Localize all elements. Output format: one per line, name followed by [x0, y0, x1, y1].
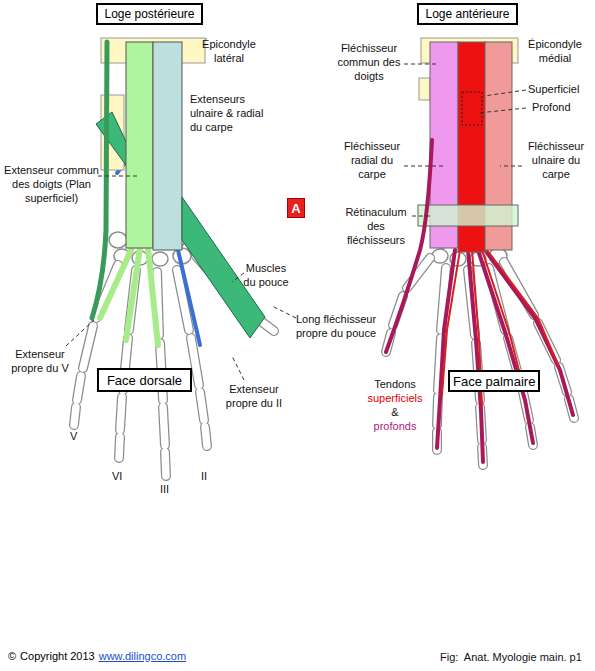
view-box: Face palmaire — [448, 370, 540, 392]
figure-caption: Fig: Anat. Myologie main. p1 — [440, 651, 582, 665]
copyright-note: Copyright 2013 — [20, 650, 95, 662]
box-text: Face palmaire — [450, 374, 538, 389]
part-label: Extenseur commun des doigts (Plan superf… — [4, 164, 99, 205]
finger-number: III — [160, 483, 184, 497]
part-label: Extenseurs ulnaire & radial du carpe — [190, 93, 278, 134]
part-label: Extenseur propre du II — [220, 383, 288, 411]
part-label: superficiels — [355, 392, 435, 406]
part-label: Long fléchisseur propre du pouce — [292, 313, 380, 341]
part-label: Muscles du pouce — [240, 262, 292, 290]
part-label: Extenseur propre du V — [4, 348, 76, 376]
finger-number: VI — [112, 470, 136, 484]
copyright-note: © — [8, 650, 16, 662]
header-box: Loge antérieure — [417, 3, 518, 25]
part-label: Fléchisseur ulnaire du carpe — [522, 140, 590, 181]
part-label: Épicondyle latéral — [194, 38, 264, 66]
part-label: & — [355, 406, 435, 420]
finger-number: II — [201, 470, 225, 484]
copyright-line: © Copyright 2013 www.dilingco.com — [8, 650, 186, 662]
part-label: profonds — [355, 420, 435, 434]
palmar-muscles — [386, 38, 518, 352]
box-text: Face dorsale — [104, 373, 185, 388]
leader-lines — [66, 64, 526, 380]
part-label: Tendons — [355, 378, 435, 392]
part-label: Épicondyle médial — [522, 38, 588, 66]
part-label: Fléchisseur commun des doigts — [336, 42, 402, 83]
website-link: www.dilingco.com — [99, 650, 186, 662]
part-label: Profond — [532, 101, 592, 115]
header-box: Loge postérieure — [96, 3, 203, 25]
dorsal-muscles — [92, 38, 265, 338]
part-label: Fléchisseur radial du carpe — [340, 140, 404, 181]
box-text: Loge antérieure — [422, 7, 512, 21]
part-label: Superficiel — [528, 83, 592, 97]
marker-box: A — [287, 198, 305, 218]
flexor-tendons — [437, 250, 573, 462]
view-box: Face dorsale — [97, 368, 192, 392]
part-label: Rétinaculum des fléchisseurs — [338, 206, 414, 247]
box-text: A — [288, 201, 303, 216]
finger-number: V — [70, 430, 90, 444]
box-text: Loge postérieure — [101, 7, 197, 21]
